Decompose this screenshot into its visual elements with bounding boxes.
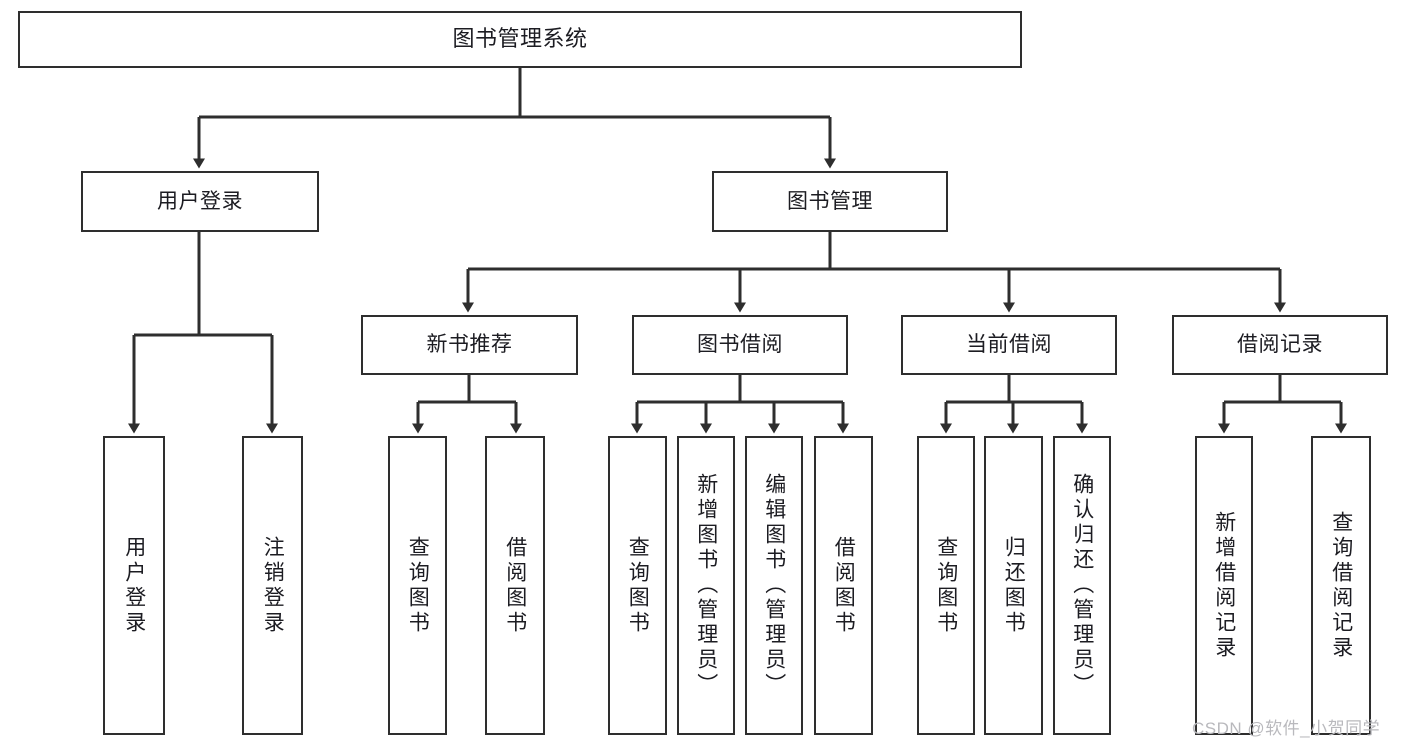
node-label-leaf-return-book: 归还图书 [1002,535,1026,636]
node-leaf-query-book-1[interactable]: 查询图书 [388,436,447,735]
node-label-leaf-user-login: 用户登录 [122,535,146,636]
node-leaf-add-record[interactable]: 新增借阅记录 [1195,436,1253,735]
node-label-book-manage: 图书管理 [787,189,873,213]
node-label-leaf-borrow-book-2: 借阅图书 [832,535,856,636]
node-box-new-book-rec: 新书推荐 [361,315,578,375]
node-new-book-rec[interactable]: 新书推荐 [361,315,578,375]
node-label-leaf-borrow-book-1: 借阅图书 [503,535,527,636]
node-label-leaf-logout: 注销登录 [261,535,285,636]
node-box-leaf-query-book-1: 查询图书 [388,436,447,735]
csdn-watermark: CSDN @软件_小贺同学 [1192,719,1381,738]
node-box-book-borrow: 图书借阅 [632,315,848,375]
node-box-leaf-logout: 注销登录 [242,436,303,735]
node-box-user-login: 用户登录 [81,171,319,232]
node-box-book-manage: 图书管理 [712,171,948,232]
node-book-borrow[interactable]: 图书借阅 [632,315,848,375]
node-book-manage[interactable]: 图书管理 [712,171,948,232]
node-box-leaf-query-book-2: 查询图书 [608,436,667,735]
node-label-leaf-confirm-return: 确认归还（管理员） [1070,473,1094,698]
node-label-leaf-query-book-3: 查询图书 [934,535,958,636]
node-box-leaf-add-record: 新增借阅记录 [1195,436,1253,735]
node-leaf-logout[interactable]: 注销登录 [242,436,303,735]
node-leaf-user-login[interactable]: 用户登录 [103,436,165,735]
node-label-current-borrow: 当前借阅 [966,333,1052,357]
node-leaf-borrow-book-1[interactable]: 借阅图书 [485,436,545,735]
node-user-login[interactable]: 用户登录 [81,171,319,232]
node-label-leaf-add-book: 新增图书（管理员） [694,473,718,698]
node-leaf-add-book[interactable]: 新增图书（管理员） [677,436,735,735]
node-label-root: 图书管理系统 [452,26,588,52]
node-box-leaf-borrow-book-2: 借阅图书 [814,436,873,735]
node-box-leaf-return-book: 归还图书 [984,436,1043,735]
node-label-new-book-rec: 新书推荐 [426,333,513,357]
node-box-leaf-borrow-book-1: 借阅图书 [485,436,545,735]
node-label-leaf-edit-book: 编辑图书（管理员） [762,473,786,698]
node-leaf-query-book-3[interactable]: 查询图书 [917,436,975,735]
node-leaf-return-book[interactable]: 归还图书 [984,436,1043,735]
node-box-borrow-record: 借阅记录 [1172,315,1388,375]
node-label-leaf-add-record: 新增借阅记录 [1212,510,1236,661]
node-box-leaf-user-login: 用户登录 [103,436,165,735]
node-box-leaf-confirm-return: 确认归还（管理员） [1053,436,1111,735]
node-box-root: 图书管理系统 [18,11,1022,68]
node-leaf-edit-book[interactable]: 编辑图书（管理员） [745,436,803,735]
node-box-leaf-query-record: 查询借阅记录 [1311,436,1371,735]
node-borrow-record[interactable]: 借阅记录 [1172,315,1388,375]
node-label-book-borrow: 图书借阅 [697,333,783,357]
node-label-leaf-query-record: 查询借阅记录 [1329,510,1353,661]
node-box-leaf-edit-book: 编辑图书（管理员） [745,436,803,735]
node-leaf-confirm-return[interactable]: 确认归还（管理员） [1053,436,1111,735]
node-leaf-query-book-2[interactable]: 查询图书 [608,436,667,735]
node-box-current-borrow: 当前借阅 [901,315,1117,375]
node-leaf-borrow-book-2[interactable]: 借阅图书 [814,436,873,735]
node-label-user-login: 用户登录 [157,189,243,213]
node-current-borrow[interactable]: 当前借阅 [901,315,1117,375]
node-root[interactable]: 图书管理系统 [18,11,1022,68]
node-box-leaf-add-book: 新增图书（管理员） [677,436,735,735]
node-label-leaf-query-book-2: 查询图书 [626,535,650,636]
node-label-borrow-record: 借阅记录 [1237,333,1323,357]
node-leaf-query-record[interactable]: 查询借阅记录 [1311,436,1371,735]
node-box-leaf-query-book-3: 查询图书 [917,436,975,735]
node-label-leaf-query-book-1: 查询图书 [406,535,430,636]
